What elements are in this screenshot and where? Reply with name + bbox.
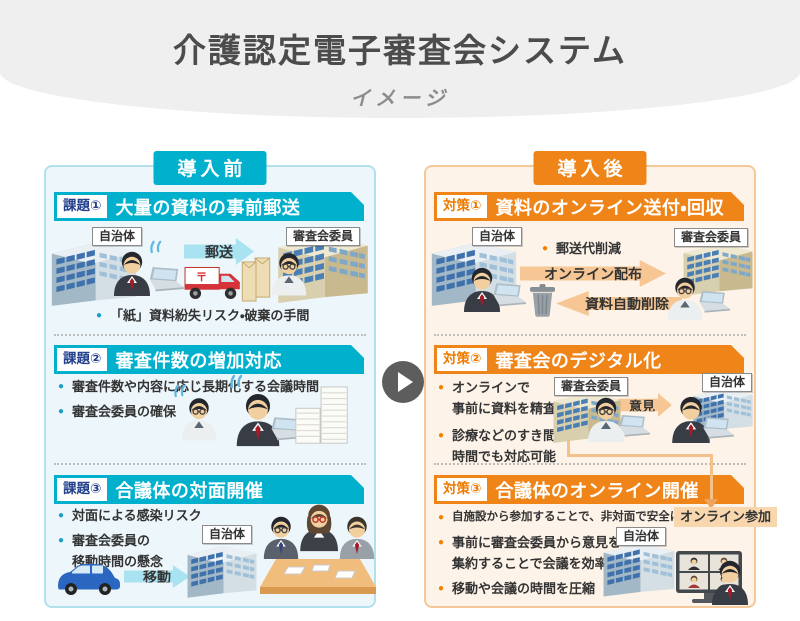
bullet-item: 審査会委員の確保 (58, 402, 176, 423)
after-section3-badge: 対策③ (437, 478, 487, 500)
before-section1-title: 大量の資料の事前郵送 (115, 197, 301, 218)
building-label: 審査会委員 (674, 228, 749, 247)
building-label: 審査会委員 (554, 377, 629, 396)
travel-arrow: 移動 (124, 565, 190, 588)
doctor-illustration (268, 250, 310, 297)
laptop-icon (696, 291, 730, 313)
bullet-item: 診療などのすき間 時間でも対応可能 (438, 426, 556, 468)
doctor-illustration (178, 395, 220, 442)
car-illustration (56, 559, 122, 597)
businessman-illustration (708, 559, 752, 605)
after-section2-banner: 対策② 審査会のデジタル化 (434, 345, 744, 374)
connector-line (567, 439, 570, 457)
page-header-background: 介護認定電子審査会システム イメージ (0, 0, 800, 118)
building-label: 自治体 (472, 227, 523, 246)
building-label: 審査会委員 (286, 227, 361, 246)
connector-line (710, 454, 713, 501)
bullet-item: 審査件数や内容に応じ長期化する会議時間 (58, 377, 319, 398)
before-section2-banner: 課題② 審査件数の増加対応 (54, 345, 364, 374)
trash-can-icon (529, 284, 556, 317)
before-section3-badge: 課題③ (57, 478, 107, 500)
connector-line (567, 454, 713, 457)
municipality-building-illustration (186, 539, 258, 601)
after-panel: 導入後 対策① 資料のオンライン送付・回収 自治体 郵送代削減 オンライン配布 … (424, 151, 778, 608)
before-section1-banner: 課題① 大量の資料の事前郵送 (54, 192, 364, 221)
bullet-item: オンラインで 事前に資料を精査 (438, 378, 556, 420)
before-section3-title: 合議体の対面開催 (115, 480, 264, 501)
section-divider (434, 334, 746, 336)
bullet-item: 事前に審査会委員から意見を 集約することで会議を効率化 (438, 533, 621, 575)
building-label: 自治体 (702, 373, 753, 392)
building-label: 自治体 (616, 527, 667, 546)
after-section2-badge: 対策② (437, 348, 487, 370)
page-title: 介護認定電子審査会システム (172, 32, 627, 69)
online-participation-tag: オンライン参加 (674, 507, 778, 527)
transition-arrow-icon (382, 361, 424, 403)
before-section1-badge: 課題① (57, 195, 107, 217)
bullet-item: 移動や会議の時間を圧縮 (438, 579, 595, 600)
building-label: 自治体 (92, 227, 143, 246)
after-section3-title: 合議体のオンライン開催 (495, 480, 699, 501)
laptop-icon (146, 267, 184, 292)
section-divider (54, 463, 366, 465)
connector-arrowhead-icon (704, 499, 718, 509)
after-section1-banner: 対策① 資料のオンライン送付・回収 (434, 192, 744, 221)
before-section2-title: 審査件数の増加対応 (115, 350, 282, 371)
section-divider (54, 334, 366, 336)
bullet-item: 「紙」資料紛失リスク・破棄の手間 (96, 306, 309, 327)
meeting-table-illustration (260, 504, 376, 594)
laptop-icon (616, 415, 650, 437)
mail-truck-illustration (184, 263, 244, 303)
before-section3-banner: 課題③ 合議体の対面開催 (54, 475, 364, 504)
after-section3-banner: 対策③ 合議体のオンライン開催 (434, 475, 744, 504)
after-tab: 導入後 (533, 151, 647, 185)
laptop-icon (490, 283, 526, 307)
before-tab: 導入前 (153, 151, 267, 185)
paper-stack-illustration (292, 383, 354, 451)
after-section1-title: 資料のオンライン送付・回収 (495, 197, 725, 218)
bullet-item: 郵送代削減 (542, 239, 621, 260)
sweat-icon (228, 373, 244, 389)
before-panel: 導入前 課題① 大量の資料の事前郵送 自治体 郵送 審査会委員 「紙」資料紛失リ… (44, 151, 376, 608)
before-section2-badge: 課題② (57, 348, 107, 370)
after-section2-title: 審査会のデジタル化 (495, 350, 662, 371)
online-distribution-arrow: オンライン配布 (520, 260, 666, 287)
page-subtitle: イメージ (350, 88, 450, 110)
bullet-item: 自施設から参加することで、非対面で安全に開催 (438, 508, 704, 526)
building-label: 自治体 (202, 525, 253, 544)
laptop-icon (700, 417, 734, 439)
section-divider (434, 463, 746, 465)
sweat-icon (148, 239, 163, 254)
bullet-item: 対面による感染リスク (58, 506, 202, 527)
after-section1-badge: 対策① (437, 195, 487, 217)
